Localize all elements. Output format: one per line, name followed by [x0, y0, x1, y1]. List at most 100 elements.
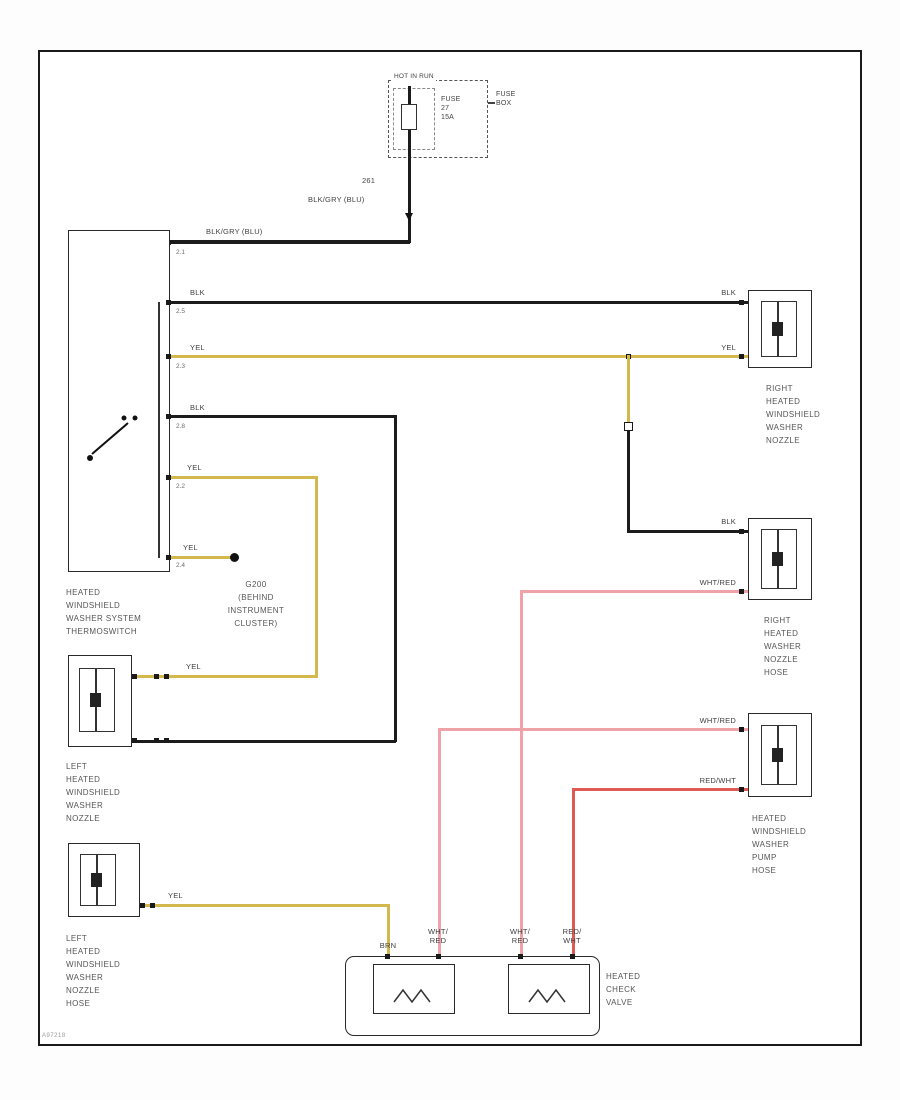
- fuse-box-callout-tick: [488, 102, 495, 104]
- wire-color-label: WHT/ RED: [428, 927, 448, 946]
- wire-power-feed-vertical: [408, 86, 411, 243]
- wire-color-label: BRN: [379, 941, 397, 950]
- pin-label: 2.5: [176, 308, 186, 315]
- connector: [436, 954, 441, 959]
- connector: [140, 903, 145, 908]
- wire-yel-left-nozzle-top: [170, 476, 318, 479]
- wire-blk-right-nozzle: [170, 301, 748, 304]
- wire-whtred-riser-2: [520, 590, 523, 964]
- ground-point: [230, 553, 239, 562]
- connector: [154, 738, 159, 743]
- pin-label: 2.4: [176, 562, 186, 569]
- circuit-number-label: 261: [362, 176, 376, 185]
- connector: [132, 674, 137, 679]
- wire-feed-horizontal: [170, 240, 410, 244]
- fuse-holder-outline: [393, 88, 435, 150]
- connector: [570, 954, 575, 959]
- fuse-box-outline: [388, 80, 488, 158]
- wire-yel-left-nozzle-bottom: [132, 675, 318, 678]
- connector: [164, 674, 169, 679]
- pin-label: 2.2: [176, 483, 186, 490]
- left-nozzle-label: LEFT HEATED WINDSHIELD WASHER NOZZLE: [66, 762, 121, 823]
- right-nozzle-label: RIGHT HEATED WINDSHIELD WASHER NOZZLE: [766, 384, 821, 445]
- hot-in-run-label: HOT IN RUN: [392, 73, 436, 82]
- wire-yel-left-nozzle-vertical: [315, 476, 318, 677]
- pin-label: 2.8: [176, 423, 186, 430]
- wire-blk-hose-horizontal: [627, 530, 748, 533]
- fuse-box-label: FUSE BOX: [496, 91, 516, 107]
- wire-color-label: YEL: [183, 543, 198, 552]
- connector: [150, 903, 155, 908]
- wire-yel-ground: [170, 556, 235, 559]
- left-nozzle-hose-label: LEFT HEATED WINDSHIELD WASHER NOZZLE HOS…: [66, 934, 121, 1008]
- wire-color-label: YEL: [186, 662, 201, 671]
- heater-element-blob: [91, 873, 102, 887]
- diagram-border: [38, 50, 862, 1046]
- thermoswitch-internal-bus: [158, 302, 160, 558]
- check-valve-symbol: [528, 988, 566, 1004]
- thermoswitch-label: HEATED WINDSHIELD WASHER SYSTEM THERMOSW…: [66, 588, 142, 636]
- wire-color-label: YEL: [190, 343, 205, 352]
- wire-yel-hose-horizontal: [140, 904, 390, 907]
- connector: [518, 954, 523, 959]
- ground-label: G200 (BEHIND INSTRUMENT CLUSTER): [227, 580, 285, 628]
- wire-color-label: BLK: [721, 517, 736, 526]
- connector: [739, 354, 744, 359]
- wire-redwht-riser: [572, 788, 575, 964]
- thermoswitch-contact-symbol: [87, 415, 138, 461]
- feed-wire-color-label: BLK/GRY (BLU): [308, 195, 365, 204]
- inline-connector: [624, 422, 633, 431]
- heater-element-blob: [772, 748, 783, 762]
- wire-blk-left-nozzle-bottom: [132, 740, 396, 743]
- check-valve-1: [373, 964, 455, 1014]
- connector: [166, 354, 171, 359]
- connector: [739, 300, 744, 305]
- wire-color-label: RED/ WHT: [562, 927, 582, 946]
- connector: [385, 954, 390, 959]
- connector: [164, 738, 169, 743]
- feed-wire-color-label-2: BLK/GRY (BLU): [206, 227, 263, 236]
- wire-color-label: BLK: [190, 403, 205, 412]
- connector: [166, 475, 171, 480]
- connector: [154, 674, 159, 679]
- wire-blk-left-nozzle-vertical: [394, 415, 397, 742]
- pin-label: 2.1: [176, 249, 186, 256]
- thermoswitch-box: [68, 230, 170, 572]
- wire-yel-hose-vertical: [387, 904, 390, 964]
- check-valve-label: HEATED CHECK VALVE: [606, 972, 641, 1007]
- connector: [739, 787, 744, 792]
- heater-element-blob: [772, 552, 783, 566]
- check-valve-symbol: [393, 988, 431, 1004]
- wire-color-label: YEL: [168, 891, 183, 900]
- pump-hose-label: HEATED WINDSHIELD WASHER PUMP HOSE: [752, 814, 807, 875]
- wire-color-label: YEL: [721, 343, 736, 352]
- wire-blk-hose-vertical: [627, 431, 630, 532]
- check-valve-2: [508, 964, 590, 1014]
- right-nozzle-hose-label: RIGHT HEATED WASHER NOZZLE HOSE: [764, 616, 802, 677]
- wire-color-label: RED/WHT: [699, 776, 736, 785]
- wire-yel-right-nozzle: [170, 355, 748, 358]
- fuse-symbol: [401, 104, 417, 130]
- wire-redwht-pump-hose: [572, 788, 748, 791]
- wire-whtred-nozzle-hose: [520, 590, 748, 593]
- connector: [739, 529, 744, 534]
- wire-whtred-riser-1: [438, 728, 441, 964]
- connector: [166, 300, 171, 305]
- connector: [132, 738, 137, 743]
- diagram-code: A97218: [42, 1033, 66, 1039]
- connector: [166, 555, 171, 560]
- wire-yel-branch-vertical: [627, 355, 630, 425]
- fuse-rating-label: FUSE 27 15A: [441, 96, 461, 121]
- connector: [166, 414, 171, 419]
- wire-color-label: BLK: [721, 288, 736, 297]
- connector: [739, 727, 744, 732]
- wire-blk-left-nozzle-top: [170, 415, 396, 418]
- wire-color-label: WHT/RED: [699, 716, 736, 725]
- wire-whtred-pump-hose: [438, 728, 748, 731]
- current-direction-arrow: [405, 213, 413, 221]
- heater-element-blob: [90, 693, 101, 707]
- connector: [739, 589, 744, 594]
- wire-color-label: BLK: [190, 288, 205, 297]
- wire-color-label: WHT/RED: [699, 578, 736, 587]
